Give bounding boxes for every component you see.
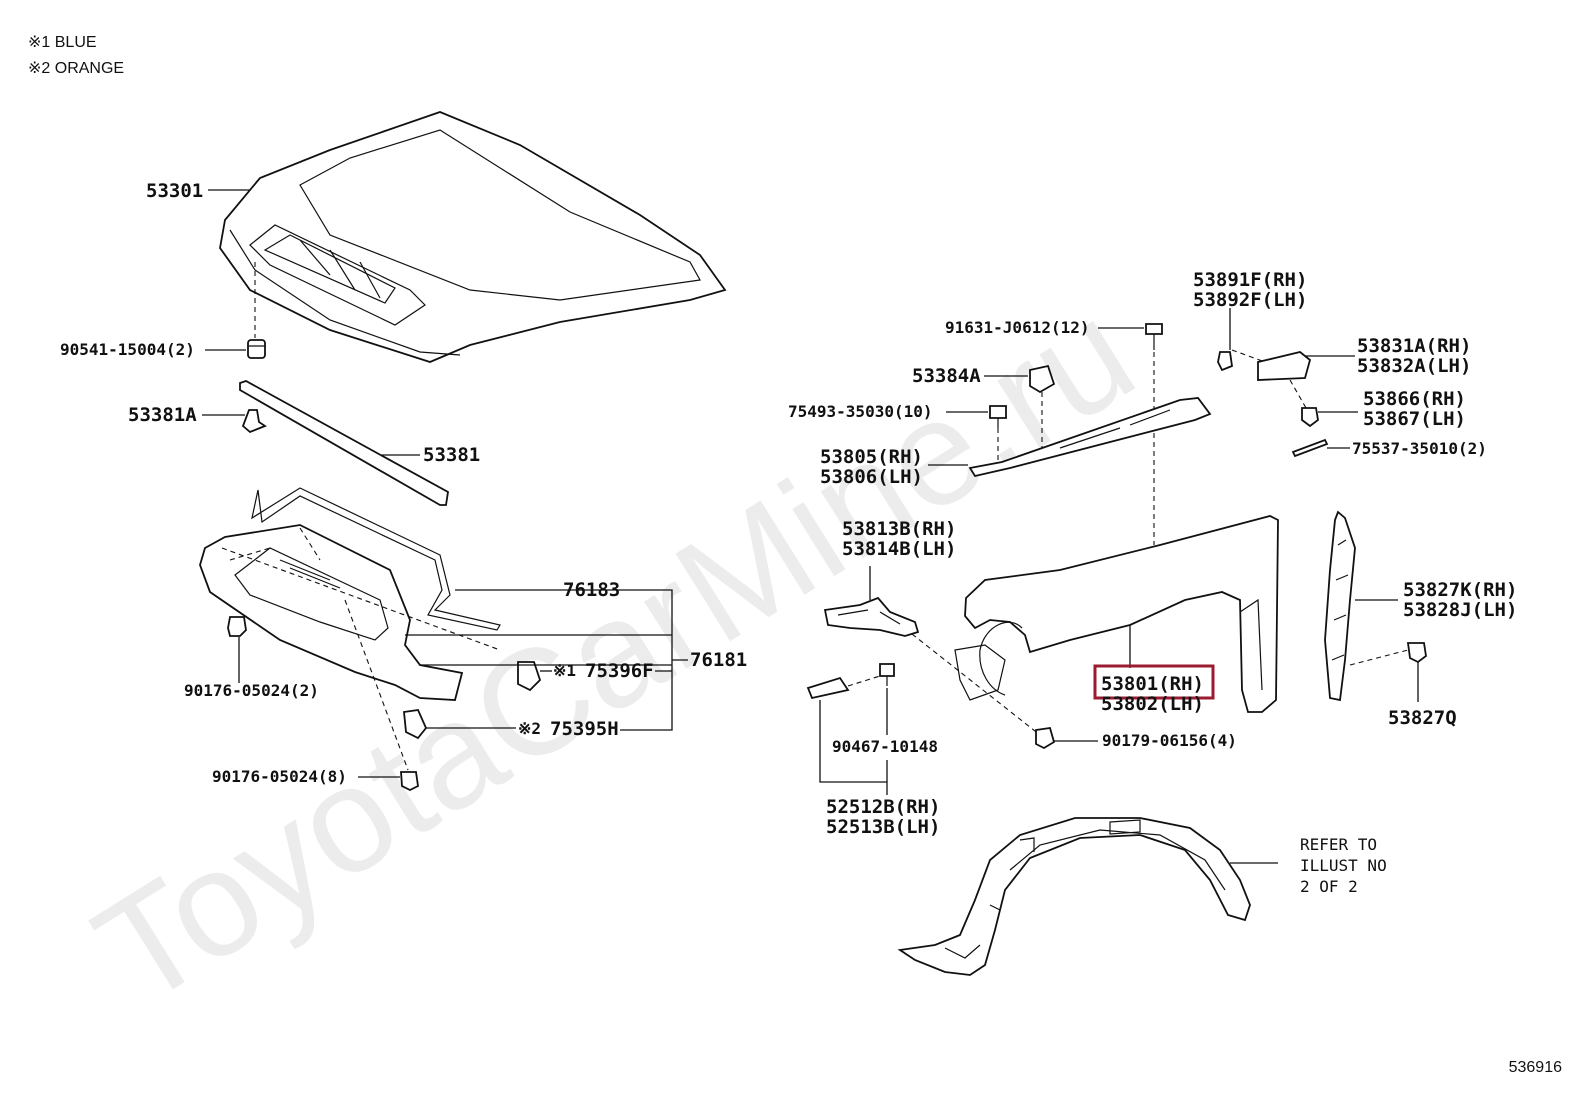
clip-827q-part[interactable] bbox=[1406, 642, 1427, 664]
label-screw-90467[interactable]: 90467-10148 bbox=[832, 737, 938, 756]
label-seal-f-rh[interactable]: 53891F(RH) bbox=[1193, 269, 1307, 291]
highlight-box bbox=[1093, 664, 1215, 700]
label-bolt-91631[interactable]: 91631-J0612(12) bbox=[945, 318, 1090, 337]
clip-bottom-part[interactable] bbox=[400, 771, 419, 792]
screw-90467-part[interactable] bbox=[879, 663, 895, 686]
label-clip-bottom[interactable]: 90176-05024(8) bbox=[212, 767, 347, 786]
label-liner-lh[interactable]: 53828J(LH) bbox=[1403, 599, 1517, 621]
cushion-part[interactable] bbox=[1029, 364, 1056, 394]
label-grille-76183[interactable]: 76183 bbox=[563, 579, 620, 601]
label-fender-lh[interactable]: 53802(LH) bbox=[1101, 693, 1204, 715]
fender-liner-part[interactable] bbox=[1324, 510, 1356, 702]
refer-note: REFER TO ILLUST NO 2 OF 2 bbox=[1300, 834, 1387, 897]
note-blue: ※1 BLUE bbox=[28, 34, 97, 51]
refer-line-1: REFER TO bbox=[1300, 835, 1378, 854]
seal-f-part[interactable] bbox=[1217, 351, 1233, 372]
label-clip-75493[interactable]: 75493-35030(10) bbox=[788, 402, 933, 421]
mud-flap-part[interactable] bbox=[806, 676, 850, 700]
mark-2: ※2 bbox=[518, 719, 541, 738]
label-nut[interactable]: 90179-06156(4) bbox=[1102, 731, 1237, 750]
label-flap-lh[interactable]: 52513B(LH) bbox=[826, 816, 940, 838]
dash-clip-827q bbox=[1349, 649, 1409, 666]
dash-clip-bottom bbox=[344, 599, 409, 771]
seal-clip-part[interactable] bbox=[241, 409, 267, 434]
grille-frame-part[interactable] bbox=[251, 487, 501, 631]
label-bracket-lh[interactable]: 53814B(LH) bbox=[842, 538, 956, 560]
label-seal-866-rh[interactable]: 53866(RH) bbox=[1363, 388, 1466, 410]
diagram-id: 536916 bbox=[1508, 1059, 1562, 1076]
label-seal-clip[interactable]: 53381A bbox=[128, 404, 197, 426]
label-tape[interactable]: 75537-35010(2) bbox=[1352, 439, 1487, 458]
label-bracket-rh[interactable]: 53813B(RH) bbox=[842, 518, 956, 540]
label-hood-stop[interactable]: 90541-15004(2) bbox=[60, 340, 195, 359]
mark-1: ※1 bbox=[553, 661, 576, 680]
label-clip-left[interactable]: 90176-05024(2) bbox=[184, 681, 319, 700]
leader-flap bbox=[819, 700, 888, 795]
label-seal-867-lh[interactable]: 53867(LH) bbox=[1363, 408, 1466, 430]
clip-75493-part[interactable] bbox=[989, 405, 1007, 428]
hood-scoop-part[interactable] bbox=[199, 524, 464, 701]
seal-a-part[interactable] bbox=[1257, 351, 1312, 381]
label-brace-lh[interactable]: 53806(LH) bbox=[820, 466, 923, 488]
emblem-h-part[interactable] bbox=[403, 709, 428, 740]
tape-part[interactable] bbox=[1291, 438, 1329, 458]
label-emblem-h[interactable]: 75395H bbox=[550, 718, 619, 740]
label-flap-rh[interactable]: 52512B(RH) bbox=[826, 796, 940, 818]
label-emblem-f[interactable]: 75396F bbox=[585, 660, 654, 682]
label-grille-76181[interactable]: 76181 bbox=[690, 649, 747, 671]
fender-brace-part[interactable] bbox=[968, 397, 1212, 478]
label-clip-827q[interactable]: 53827Q bbox=[1388, 707, 1457, 729]
fender-bracket-part[interactable] bbox=[823, 596, 920, 637]
dash-flap bbox=[847, 675, 881, 687]
hood-part[interactable] bbox=[219, 111, 727, 363]
label-seal[interactable]: 53381 bbox=[423, 444, 480, 466]
seal-866-part[interactable] bbox=[1301, 407, 1319, 428]
front-fender-part[interactable] bbox=[954, 515, 1279, 713]
dash-seal-a bbox=[1289, 379, 1307, 409]
clip-left-part[interactable] bbox=[227, 616, 247, 637]
nut-90179-part[interactable] bbox=[1035, 726, 1056, 750]
bolt-91631-part[interactable] bbox=[1145, 323, 1163, 350]
dash-grille bbox=[221, 527, 501, 651]
note-orange: ※2 ORANGE bbox=[28, 60, 125, 77]
label-seal-a-lh[interactable]: 53832A(LH) bbox=[1357, 355, 1471, 377]
dash-seal-f bbox=[1231, 349, 1266, 363]
label-hood[interactable]: 53301 bbox=[146, 180, 203, 202]
emblem-f-part[interactable] bbox=[517, 661, 542, 692]
label-seal-a-rh[interactable]: 53831A(RH) bbox=[1357, 335, 1471, 357]
wheel-liner-part[interactable] bbox=[897, 817, 1251, 976]
refer-line-2: ILLUST NO bbox=[1300, 856, 1387, 875]
label-liner-rh[interactable]: 53827K(RH) bbox=[1403, 579, 1517, 601]
hood-stop-part[interactable] bbox=[247, 339, 266, 359]
label-fender-rh[interactable]: 53801(RH) bbox=[1101, 673, 1204, 695]
label-seal-f-lh[interactable]: 53892F(LH) bbox=[1193, 289, 1307, 311]
dash-bracket-nut bbox=[911, 633, 1041, 736]
label-cushion[interactable]: 53384A bbox=[912, 365, 981, 387]
leader-grille-bracket bbox=[405, 589, 688, 731]
refer-line-3: 2 OF 2 bbox=[1300, 877, 1358, 896]
label-brace-rh[interactable]: 53805(RH) bbox=[820, 446, 923, 468]
hood-seal-part[interactable] bbox=[239, 380, 449, 506]
